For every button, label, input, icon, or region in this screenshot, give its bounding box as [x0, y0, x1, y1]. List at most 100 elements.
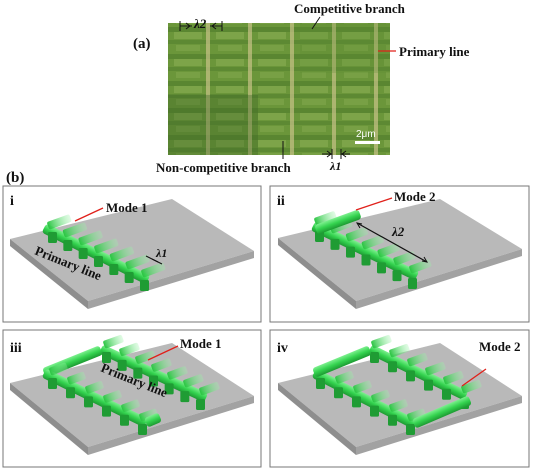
arm-tip	[138, 424, 147, 435]
arm-tip	[102, 352, 111, 363]
secondary-arm	[443, 370, 464, 385]
panel-ii-mode-pointer	[355, 197, 393, 211]
arm-tip	[370, 405, 379, 417]
secondary-arm	[371, 389, 390, 403]
panel-iv-dendrite-bars	[312, 334, 482, 435]
secondary-arm	[135, 350, 156, 364]
arm-tip	[149, 375, 158, 387]
arm-tip	[180, 391, 190, 403]
secondary-arm	[78, 230, 103, 246]
secondary-arm	[335, 371, 354, 384]
micrograph-image: 2μm	[168, 23, 390, 155]
lambda1-label: λ1	[329, 159, 341, 173]
primary-line-label: Primary line	[399, 44, 470, 59]
lambda1-marker: λ1	[322, 149, 350, 173]
panel-iv-mode-label: Mode 2	[479, 339, 521, 354]
competitive-branch-label: Competitive branch	[294, 1, 406, 16]
arm-tip	[424, 379, 433, 391]
arm-tip	[352, 396, 361, 408]
arm-tip	[164, 383, 174, 395]
competitive-branch	[315, 210, 361, 234]
arm-tip	[196, 399, 205, 410]
arm-tip	[48, 232, 57, 243]
primary-dendrite	[312, 369, 416, 428]
lambda2-marker: λ2	[179, 16, 223, 31]
arm-tip	[84, 396, 93, 408]
panel-i-lambda1-label: λ1	[155, 246, 167, 260]
panel-iii-label: iii	[10, 341, 22, 356]
secondary-arm	[94, 238, 119, 254]
panel-i-mode-label: Mode 1	[106, 200, 148, 215]
secondary-arm	[49, 362, 68, 376]
panel-ii: ii Mode 2 λ2	[269, 185, 530, 323]
primary-dendrite	[311, 222, 419, 280]
secondary-arm	[389, 399, 408, 412]
arm-tip	[334, 387, 343, 399]
secondary-arm	[377, 243, 400, 258]
secondary-arm	[353, 380, 372, 393]
arm-tip	[388, 414, 397, 426]
panel-iv-slab	[278, 343, 522, 455]
panel-iii: iii Mode 1 Primary line	[2, 329, 262, 468]
secondary-arm	[141, 262, 166, 278]
competitive-branch	[412, 396, 472, 428]
panel-i-slab	[10, 199, 254, 309]
secondary-arm	[103, 334, 124, 349]
secondary-arm	[103, 390, 122, 403]
arm-tip	[140, 280, 149, 291]
secondary-arm	[389, 343, 410, 358]
arm-tip	[117, 359, 127, 371]
arm-tip	[124, 272, 134, 283]
scale-bar	[355, 141, 380, 144]
secondary-arm	[151, 358, 172, 372]
secondary-arm	[461, 379, 482, 394]
secondary-arm	[67, 371, 86, 385]
secondary-arm	[167, 366, 188, 380]
arm-tip	[408, 278, 417, 289]
panel-iii-mode-pointer	[147, 345, 179, 361]
panel-ii-lambda2-label: λ2	[391, 224, 405, 239]
panel-i-mode-pointer	[74, 207, 104, 222]
arm-tip	[388, 361, 397, 373]
lambda2-label: λ2	[193, 16, 207, 31]
arm-tip	[406, 424, 415, 435]
arm-tip	[361, 254, 371, 266]
panel-ii-lambda2-marker: λ2	[355, 222, 429, 263]
panel-iii-slab	[10, 343, 254, 455]
panel-i-lambda1-marker: λ1	[145, 246, 167, 265]
arm-tip	[392, 270, 402, 282]
arm-tip	[109, 264, 119, 275]
arm-tip	[48, 378, 57, 389]
panel-iv-mode-pointer	[461, 368, 487, 387]
arm-tip	[133, 367, 143, 379]
non-competitive-branch-label: Non-competitive branch	[156, 160, 291, 175]
arm-tip	[78, 248, 88, 259]
arm-tip	[346, 246, 355, 258]
arm-tip	[442, 388, 451, 400]
arm-tip	[63, 240, 73, 251]
scale-bar-label: 2μm	[356, 129, 376, 140]
arm-tip	[377, 262, 386, 274]
secondary-arm	[121, 399, 140, 412]
competitive-branch	[313, 346, 371, 377]
secondary-arm	[139, 408, 158, 422]
panel-i-dendrite-bars	[42, 214, 166, 291]
panel-iv: iv Mode 2	[269, 329, 530, 468]
secondary-arm	[314, 211, 337, 226]
secondary-arm	[407, 408, 426, 422]
panel-ii-dendrite-bars	[311, 210, 432, 289]
secondary-arm	[199, 381, 220, 396]
arm-tip	[94, 256, 103, 267]
secondary-arm	[371, 334, 392, 349]
primary-dendrite	[144, 413, 162, 427]
panel-i-label: i	[10, 194, 14, 209]
primary-dendrite	[99, 345, 208, 402]
panel-i: i Mode 1 Primary line λ1	[2, 185, 262, 323]
part-a: (a) 2μm λ2 Competitive branch Primary li…	[133, 1, 470, 175]
part-b-label: (b)	[6, 170, 24, 186]
panel-iii-dendrite-bars	[42, 334, 220, 435]
secondary-arm	[425, 361, 446, 376]
panel-ii-label: ii	[277, 194, 285, 209]
secondary-arm	[125, 254, 150, 270]
